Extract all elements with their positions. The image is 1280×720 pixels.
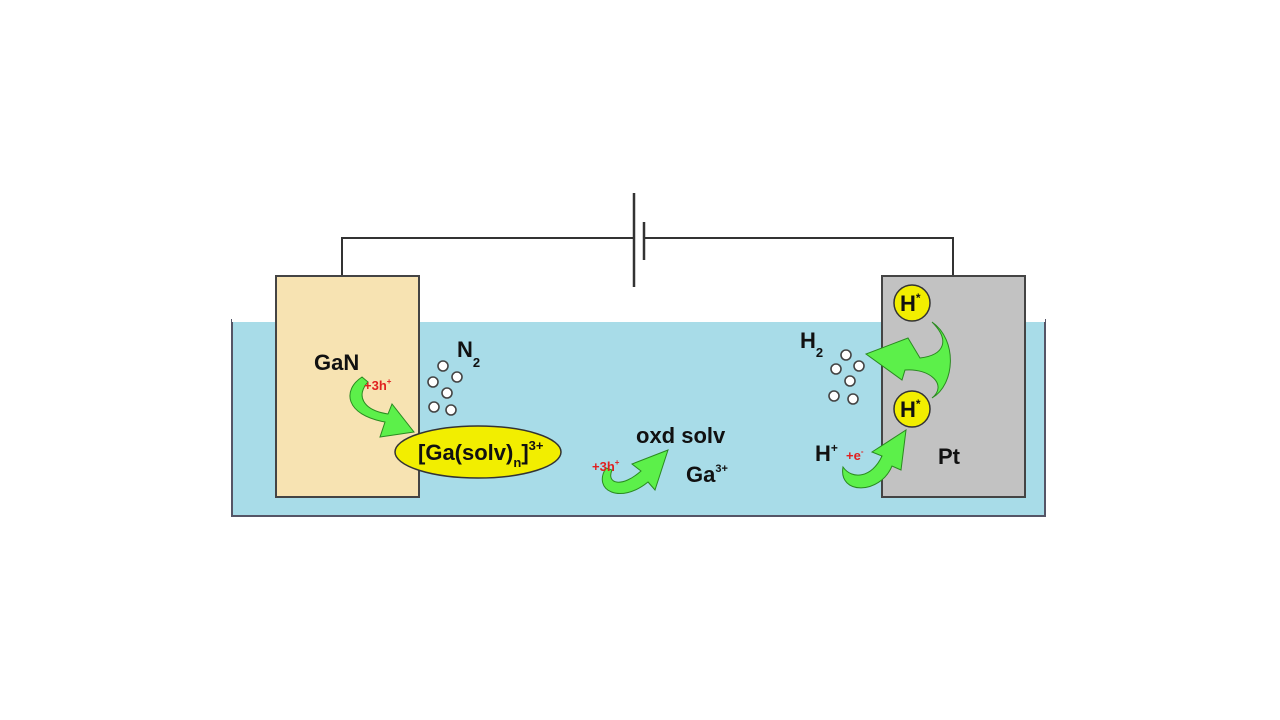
- ga3-label: Ga3+: [686, 462, 728, 487]
- recombination-arrow: [864, 321, 951, 399]
- adsorbed-h-top-label: H*: [900, 291, 921, 316]
- bath-top-edge: [232, 318, 1045, 322]
- gan-electrode: [275, 275, 420, 498]
- holes-label-2: +3h+: [592, 458, 620, 474]
- h2-label: H2: [800, 328, 823, 360]
- h2-bubbles: [828, 349, 865, 405]
- n2-bubbles: [427, 360, 463, 416]
- wire-left: [341, 237, 634, 276]
- adsorbed-h-bottom: [893, 390, 931, 428]
- n2-label: N2: [457, 337, 480, 370]
- oxidation-arrow-1: [349, 376, 415, 438]
- gallium-complex-ellipse: [394, 425, 562, 479]
- oxd-solv-label: oxd solv: [636, 423, 726, 448]
- wire-right: [644, 237, 954, 276]
- gan-label: GaN: [314, 350, 359, 375]
- reduction-arrow: [842, 428, 907, 489]
- proton-label: H+: [815, 441, 838, 466]
- electron-label: +e-: [846, 447, 864, 463]
- holes-label-1: +3h+: [364, 377, 392, 393]
- adsorbed-h-bottom-label: H*: [900, 397, 921, 422]
- oxidation-arrow-2: [601, 449, 669, 494]
- adsorbed-h-top: [893, 284, 931, 322]
- pt-label: Pt: [938, 444, 961, 469]
- gallium-complex-label: [Ga(solv)n]3+: [418, 438, 544, 470]
